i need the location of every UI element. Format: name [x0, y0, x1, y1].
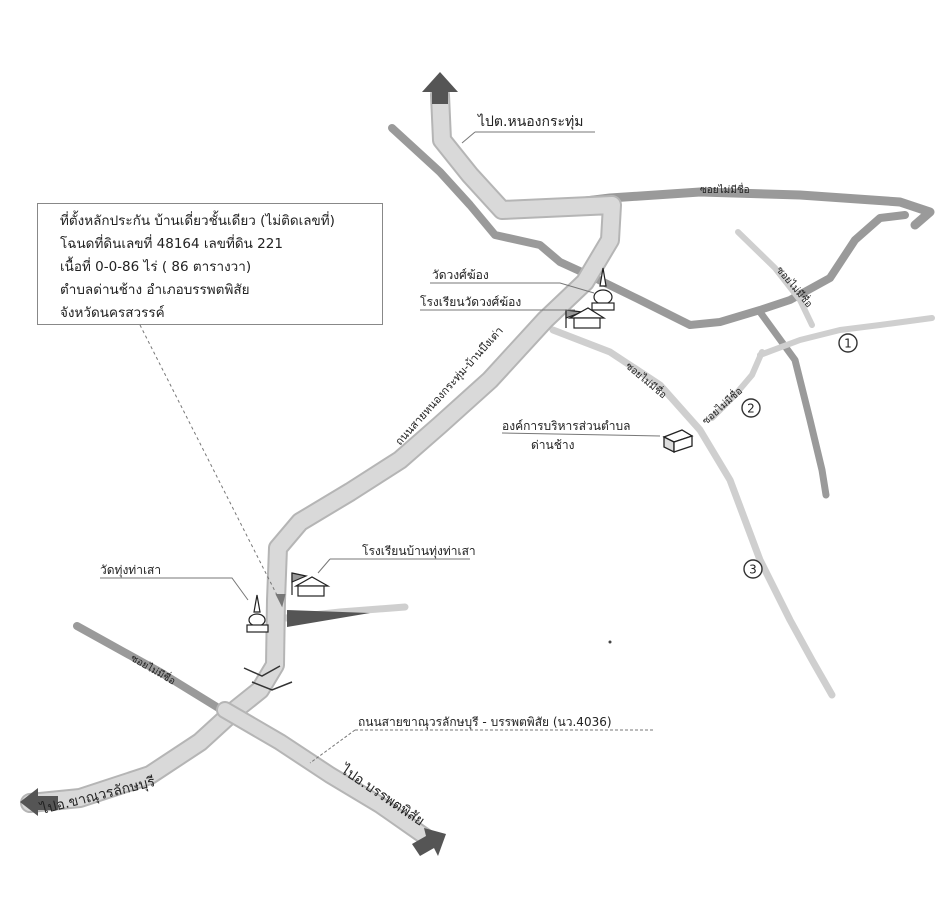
highway-west-edge: [73, 622, 229, 716]
info-line-4: ตำบลด่านช้าง อำเภอบรรพตพิสัย: [60, 282, 250, 298]
svg-text:2: 2: [747, 402, 755, 416]
soi-right-loop: [709, 349, 765, 421]
main-road-fill: [22, 87, 620, 811]
property-info-box: ที่ตั้งหลักประกัน บ้านเดี่ยวชั้นเดียว (ไ…: [37, 203, 383, 325]
numbered-markers: 1 2 3: [741, 333, 858, 579]
label-highway: ถนนสายขาณุวรลักษบุรี - บรรพตพิสัย (นว.40…: [358, 715, 612, 730]
label-soi-left: ซอยไม่มีชื่อ: [129, 650, 179, 687]
sao-office-icon: [662, 429, 694, 454]
svg-text:3: 3: [749, 563, 757, 577]
soi-center-to-south: [549, 326, 836, 699]
label-school-wongmong: โรงเรียนวัดวงศ์ฆ้อง: [420, 295, 521, 309]
label-temple-thungthasao: วัดทุ่งท่าเสา: [100, 563, 161, 578]
leader-lines: [100, 131, 661, 764]
temple-wongmong-icon: [591, 267, 615, 311]
soi-top-branch: [735, 229, 815, 328]
label-road-noname-top: ซอยไม่มีชื่อ: [700, 182, 750, 196]
temple-thungthasao-icon: [246, 594, 269, 633]
highway-fill: [218, 703, 437, 847]
label-soi-right-lower: ซอยไม่มีชื่อ: [699, 384, 745, 428]
main-roads: [20, 85, 622, 849]
marker-2: 2: [741, 398, 761, 418]
marker-3: 3: [743, 559, 763, 579]
soi-right-east: [757, 315, 935, 358]
label-school-thungthasao: โรงเรียนบ้านทุ่งท่าเสา: [362, 544, 476, 559]
svg-text:1: 1: [844, 337, 852, 351]
north-arrow-icon: [422, 72, 458, 104]
marker-1: 1: [838, 333, 858, 353]
road-northwest-to-east: [388, 124, 909, 329]
property-marker: [287, 610, 370, 627]
west-arrow-icon: [20, 788, 58, 816]
bridge-symbol: [243, 665, 293, 691]
school-thungthasao-icon: [291, 572, 331, 597]
label-sao-office-line1: องค์การบริหารส่วนตำบล: [502, 419, 630, 433]
label-soi-center: ซอยไม่มีชื่อ: [623, 359, 670, 402]
soi-roads: [282, 229, 935, 699]
info-line-2: โฉนดที่ดินเลขที่ 48164 เลขที่ดิน 221: [60, 236, 283, 252]
label-temple-wongmong: วัดวงศ์ฆ้อง: [432, 268, 489, 282]
info-line-3: เนื้อที่ 0-0-86 ไร่ ( 86 ตารางวา): [60, 259, 252, 275]
label-north-destination: ไปต.หนองกระทุ่ม: [477, 113, 584, 130]
info-line-1: ที่ตั้งหลักประกัน บ้านเดี่ยวชั้นเดียว (ไ…: [60, 213, 335, 229]
map-dot: [608, 640, 612, 644]
direction-arrows: [20, 72, 458, 856]
south-arrow-icon: [412, 828, 446, 856]
label-sao-office-line2: ด่านช้าง: [531, 438, 574, 452]
school-wongmong-icon: [565, 307, 607, 329]
info-line-5: จังหวัดนครสวรรค์: [60, 305, 165, 321]
